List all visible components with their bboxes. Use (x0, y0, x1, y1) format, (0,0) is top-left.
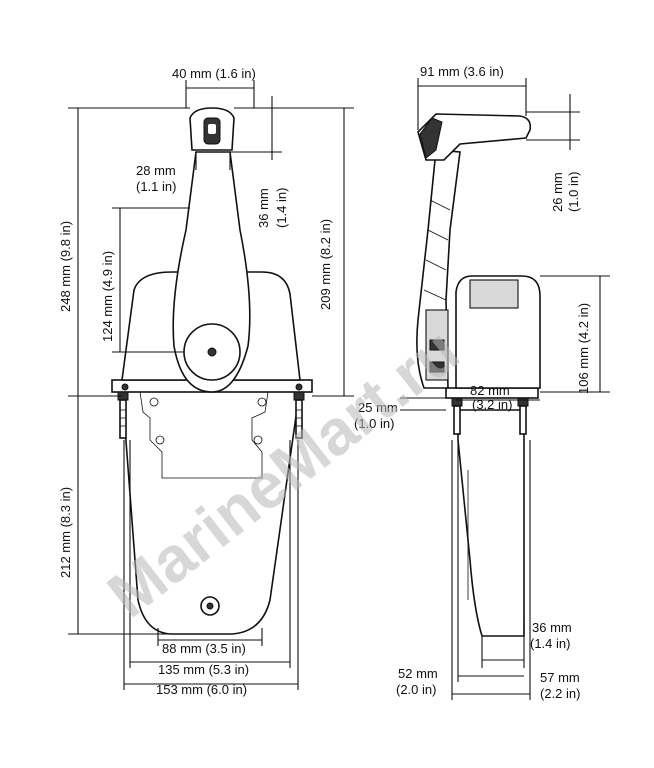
side-lower-body (457, 409, 525, 637)
dim-side-bottom-mm: 36 mm (532, 620, 572, 635)
dim-top-width: 40 mm (1.6 in) (172, 66, 256, 81)
side-view (416, 113, 541, 637)
front-dimension-lines (68, 80, 354, 690)
dim-below-mount: 212 mm (8.3 in) (58, 487, 73, 578)
dim-knob-height-in: (1.4 in) (274, 188, 289, 228)
dim-flange-height-mm: 25 mm (358, 400, 398, 415)
dim-handle-width-in: (1.1 in) (136, 179, 176, 194)
side-dimension-lines (400, 78, 610, 700)
dim-side-width-57-mm: 57 mm (540, 670, 580, 685)
side-housing-top (469, 279, 519, 309)
dim-side-bottom-in: (1.4 in) (530, 636, 570, 651)
dim-side-width-52-mm: 52 mm (398, 666, 438, 681)
dim-bottom-88: 88 mm (3.5 in) (162, 641, 246, 656)
dim-side-knob-offset-mm: 26 mm (550, 172, 565, 212)
dim-bottom-135: 135 mm (5.3 in) (158, 662, 249, 677)
dim-housing-height: 106 mm (4.2 in) (576, 303, 591, 394)
dim-housing-width-in: (3.2 in) (472, 397, 512, 412)
dim-bottom-153: 153 mm (6.0 in) (156, 682, 247, 697)
dim-flange-height-in: (1.0 in) (354, 416, 394, 431)
dim-knob-height-mm: 36 mm (256, 188, 271, 228)
front-lower-body (121, 387, 301, 635)
dim-side-knob-offset-in: (1.0 in) (566, 172, 581, 212)
dim-total-height: 248 mm (9.8 in) (58, 221, 73, 312)
dim-side-width-52-in: (2.0 in) (396, 682, 436, 697)
dim-handle-length: 209 mm (8.2 in) (318, 219, 333, 310)
dim-handle-width-mm: 28 mm (136, 163, 176, 178)
side-knob-head (417, 113, 532, 161)
side-knob-grip (419, 117, 443, 159)
front-mount-plate (139, 391, 269, 479)
dim-side-reach: 91 mm (3.6 in) (420, 64, 504, 79)
front-bolt-left (117, 391, 129, 439)
dim-side-width-57-in: (2.2 in) (540, 686, 580, 701)
front-bolt-right (293, 391, 305, 439)
front-view (111, 107, 313, 635)
dim-housing-width-mm: 82 mm (470, 383, 510, 398)
dim-pivot-to-top: 124 mm (4.9 in) (100, 251, 115, 342)
